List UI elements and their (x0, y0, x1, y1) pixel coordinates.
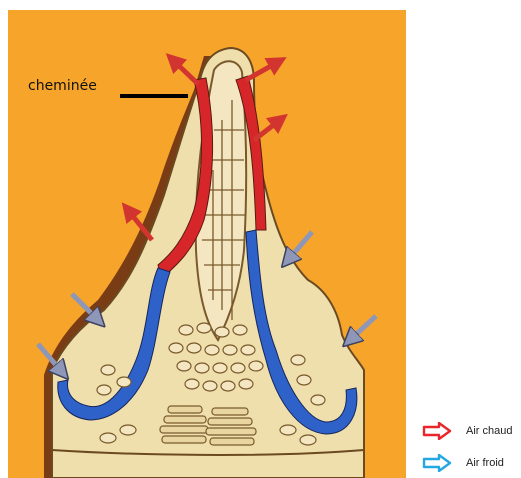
red-outline-arrow-icon (422, 422, 452, 440)
blue-outline-arrow-icon (422, 454, 452, 472)
legend-item-cool-air: Air froid (422, 454, 504, 472)
legend-label-cool-air: Air froid (466, 457, 504, 469)
chimney-label: cheminée (28, 78, 97, 94)
legend-label-warm-air: Air chaud (466, 425, 512, 437)
legend-item-warm-air: Air chaud (422, 422, 512, 440)
